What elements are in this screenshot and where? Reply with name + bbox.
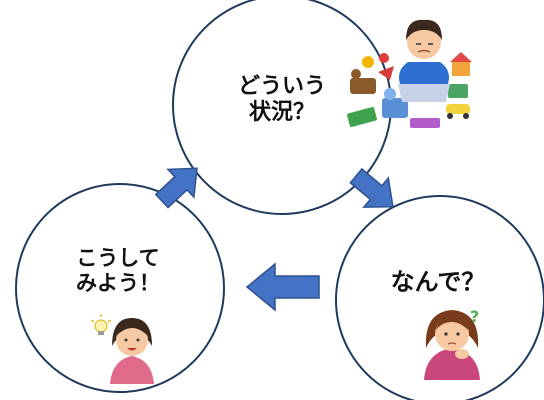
toy-sun-icon	[362, 56, 374, 68]
toy-car-icon	[446, 104, 470, 114]
lightbulb-icon	[94, 319, 108, 333]
label-why: なんで？	[368, 268, 508, 297]
arrow-top-to-right	[349, 167, 394, 208]
boy-with-toys-illustration	[347, 19, 472, 128]
label-why-line-1: なんで？	[390, 268, 486, 296]
toy-rocket-icon	[378, 66, 394, 80]
girl-face-icon	[116, 324, 148, 356]
toy-robot-icon	[382, 98, 408, 118]
toy-dog-icon	[350, 78, 376, 94]
label-situation-line-2: 状況？	[248, 100, 315, 126]
boy-face-icon	[407, 25, 441, 59]
girl-body	[110, 356, 154, 384]
circle-right	[335, 195, 544, 400]
label-try: こうして みよう！	[58, 246, 178, 296]
label-situation-line-1: どういう	[237, 74, 326, 99]
label-try-line-2: みよう！	[76, 271, 160, 296]
game-icon	[448, 84, 468, 98]
arrow-left-to-top	[154, 167, 198, 209]
book-icon	[347, 107, 377, 127]
question-mark-icon: ?	[470, 307, 479, 326]
thinking-woman-illustration: ?	[424, 307, 480, 380]
label-situation: どういう 状況？	[222, 74, 342, 127]
circle-left	[15, 183, 225, 393]
girl-with-idea-illustration	[90, 314, 154, 384]
boy-shirt	[399, 62, 449, 84]
ball-icon	[379, 53, 389, 63]
crayons-icon	[410, 118, 440, 128]
toy-house-icon	[452, 62, 470, 76]
arrow-right-to-left	[245, 262, 320, 312]
woman-face-icon	[435, 317, 469, 351]
label-try-line-1: こうして	[76, 246, 160, 270]
